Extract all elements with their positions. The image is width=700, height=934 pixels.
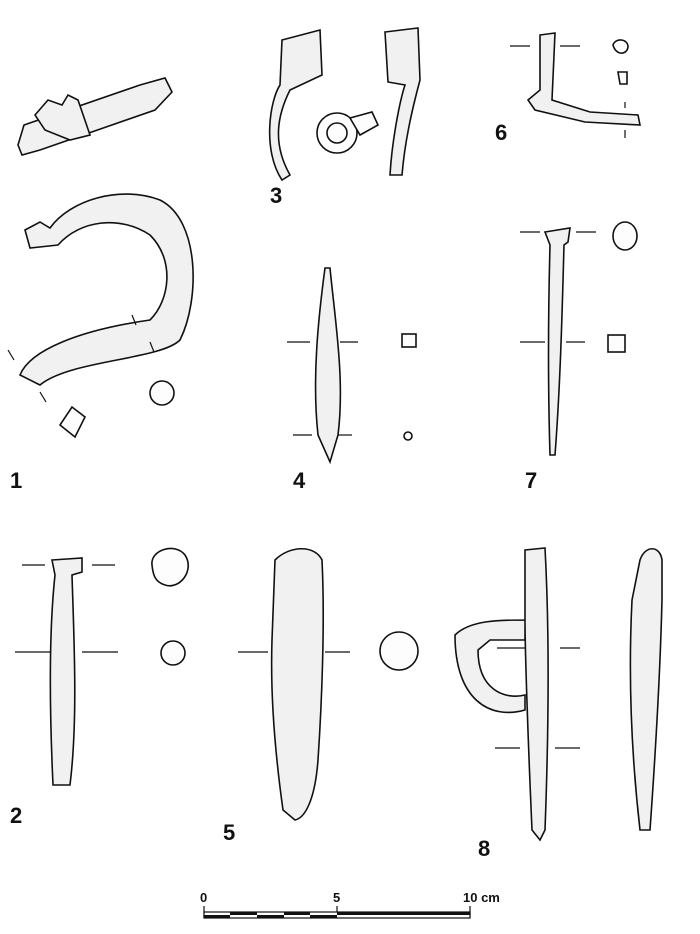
artifact-4	[287, 267, 417, 465]
artifact-3	[268, 27, 421, 182]
figure-label-1: 1	[10, 468, 23, 493]
scale-label-10cm: 10 cm	[463, 890, 500, 905]
scale-label-0: 0	[200, 890, 208, 905]
figure-label-6: 6	[495, 120, 508, 145]
artifact-1	[7, 77, 194, 439]
figure-label-4: 4	[293, 468, 306, 493]
figure-label-2: 2	[10, 803, 23, 828]
artifact-7	[520, 221, 638, 456]
artifact-2	[15, 547, 189, 786]
figure-label-5: 5	[223, 820, 236, 845]
figure-label-8: 8	[478, 836, 491, 861]
artifact-5	[238, 547, 419, 821]
figure-label-7: 7	[525, 468, 538, 493]
scale-label-5: 5	[333, 890, 341, 905]
figure-label-3: 3	[270, 183, 283, 208]
artifact-8	[454, 547, 663, 842]
scale-bar	[203, 906, 471, 919]
artifact-6	[510, 32, 641, 138]
